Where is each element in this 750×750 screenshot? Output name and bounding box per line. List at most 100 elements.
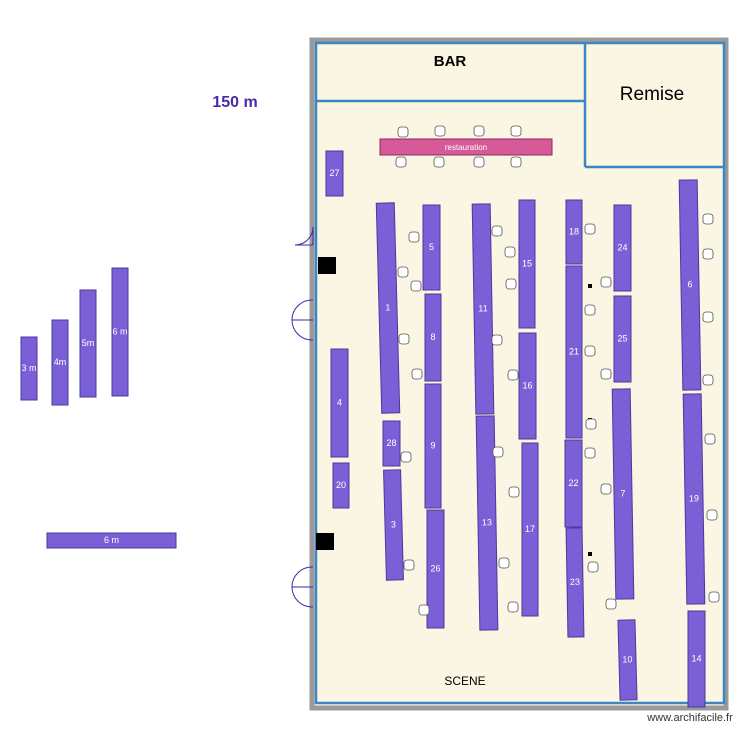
table-shape [565, 265, 583, 439]
table-number: 11 [478, 303, 488, 313]
table-14: 14 [687, 610, 706, 708]
pillar [318, 257, 336, 274]
double-door-icon [291, 566, 314, 608]
table-9: 9 [424, 383, 442, 509]
chair-icon [584, 304, 596, 316]
chair-icon [702, 213, 714, 225]
table-number: 3 [391, 519, 396, 529]
chair-icon [587, 561, 599, 573]
chair-icon [395, 156, 407, 168]
table-21: 21 [565, 265, 583, 439]
chair-icon [411, 368, 423, 380]
table-number: 16 [522, 380, 532, 390]
legend-table-label: 6 m [104, 535, 119, 545]
chair-icon [584, 223, 596, 235]
table-number: 17 [525, 524, 535, 534]
chair-icon [702, 248, 714, 260]
chair-icon [504, 246, 516, 258]
table-shape [565, 527, 585, 638]
table-5: 5 [422, 204, 441, 291]
legend-table-shape [20, 336, 38, 401]
table-number: 21 [569, 346, 579, 356]
legend-table: 6 m [46, 532, 177, 549]
chair-icon [704, 433, 716, 445]
table-shape [687, 610, 706, 708]
legend-table-shape [79, 289, 97, 398]
table-number: 14 [691, 653, 701, 663]
table-8: 8 [424, 293, 442, 382]
table-3: 3 [383, 469, 404, 581]
chair-icon [505, 278, 517, 290]
table-7: 7 [611, 388, 635, 600]
chair-icon [605, 598, 617, 610]
table-number: 4 [337, 397, 342, 407]
table-16: 16 [518, 332, 537, 440]
table-26: 26 [426, 509, 445, 629]
table-17: 17 [521, 442, 539, 617]
table-27: 27 [325, 150, 344, 197]
table-24: 24 [613, 204, 632, 292]
legend-table-shape [51, 319, 69, 406]
chair-icon [434, 125, 446, 137]
chair-icon [491, 334, 503, 346]
table-shape [521, 442, 539, 617]
table-shape [332, 462, 350, 509]
table-15: 15 [518, 199, 536, 329]
table-11: 11 [471, 203, 495, 415]
chair-icon [600, 276, 612, 288]
legend-table: 4m [51, 319, 69, 406]
table-25: 25 [613, 295, 632, 383]
chair-icon [702, 311, 714, 323]
restauration-counter [379, 138, 553, 156]
door-icon [294, 226, 314, 246]
chair-icon [400, 451, 412, 463]
table-19: 19 [682, 393, 706, 605]
table-shape [424, 383, 442, 509]
table-shape [564, 439, 583, 528]
table-6: 6 [678, 179, 702, 391]
table-shape [682, 393, 706, 605]
table-shape [613, 295, 632, 383]
chair-icon [403, 559, 415, 571]
table-shape [565, 199, 583, 265]
inner-wall [314, 41, 726, 705]
table-shape [424, 293, 442, 382]
chair-icon [510, 156, 522, 168]
chair-icon [410, 280, 422, 292]
pillar [316, 533, 334, 550]
table-shape [330, 348, 349, 458]
legend-table: 6 m [111, 267, 129, 397]
table-shape [383, 469, 404, 581]
table-number: 6 [687, 279, 692, 289]
table-shape [617, 619, 638, 701]
table-shape [613, 204, 632, 292]
table-18: 18 [565, 199, 583, 265]
chair-icon [508, 486, 520, 498]
table-number: 8 [430, 332, 435, 342]
chair-icon [473, 125, 485, 137]
chair-icon [473, 156, 485, 168]
legend-table-label: 3 m [21, 363, 36, 373]
table-10: 10 [617, 619, 638, 701]
watermark: www.archifacile.fr [646, 712, 733, 724]
chair-icon [584, 447, 596, 459]
chair-icon [585, 418, 597, 430]
table-shape [426, 509, 445, 629]
table-shape [518, 332, 537, 440]
table-number: 19 [689, 493, 699, 503]
table-shape [518, 199, 536, 329]
chair-icon [498, 557, 510, 569]
table-1: 1 [375, 202, 401, 414]
table-4: 4 [330, 348, 349, 458]
table-number: 25 [617, 333, 627, 343]
post-marker [588, 552, 592, 556]
table-23: 23 [565, 527, 585, 638]
table-number: 22 [568, 478, 578, 488]
table-shape [375, 202, 401, 414]
post-marker [588, 284, 592, 288]
chair-icon [397, 266, 409, 278]
table-number: 27 [329, 168, 339, 178]
